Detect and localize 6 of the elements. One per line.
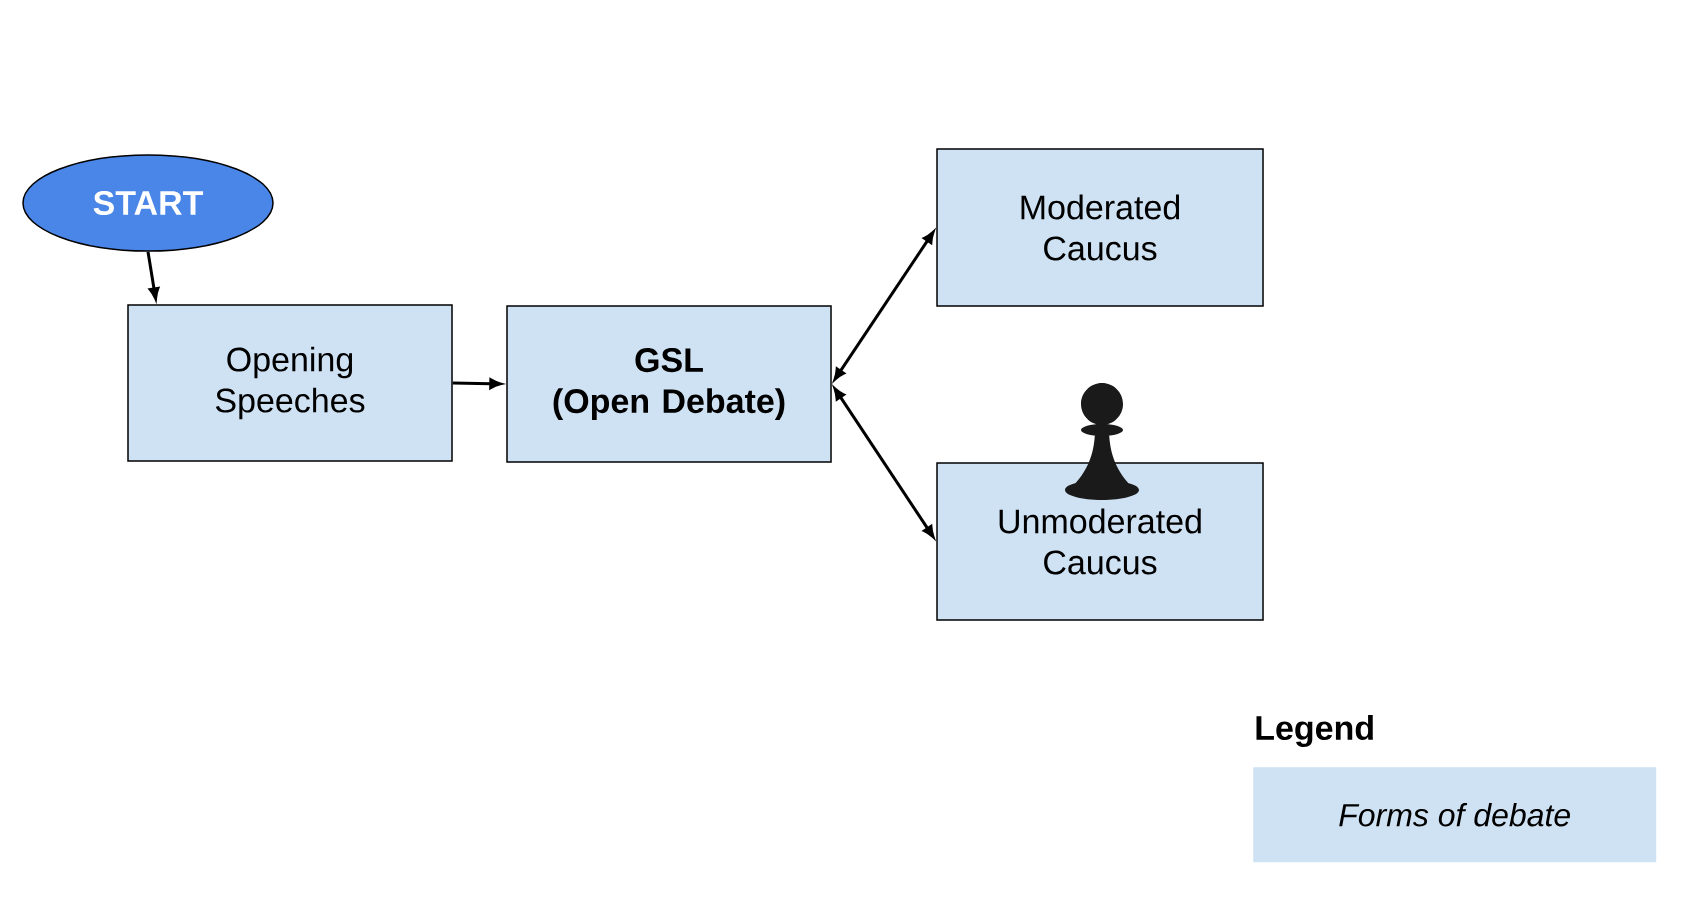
- process-box: Moderated Caucus: [936, 148, 1264, 307]
- process-box: GSL (Open Debate): [506, 305, 832, 463]
- process-box: Opening Speeches: [127, 304, 453, 462]
- process-box: Unmoderated Caucus: [936, 462, 1264, 621]
- oval-node: START: [22, 154, 274, 252]
- legend-heading: Legend: [1256, 715, 1373, 747]
